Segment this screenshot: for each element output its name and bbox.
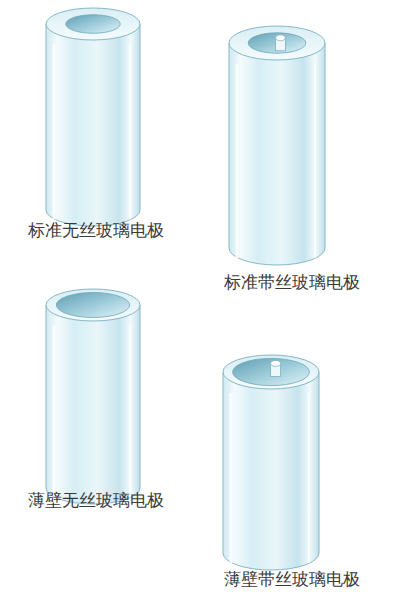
- filament-end: [275, 35, 285, 41]
- electrode-label: 薄壁带丝玻璃电极: [224, 569, 360, 589]
- tube-body: [229, 43, 325, 265]
- electrode-label: 薄壁无丝玻璃电极: [28, 490, 164, 510]
- highlight: [53, 325, 56, 498]
- tube-rim: [229, 26, 325, 60]
- tube-lumen: [56, 293, 129, 318]
- highlight: [129, 325, 131, 498]
- highlight: [230, 393, 233, 563]
- tube-lumen: [233, 358, 310, 385]
- glass-tube: [46, 8, 140, 226]
- tube-lumen: [66, 15, 121, 34]
- glass-tube: [229, 26, 325, 265]
- tube-rim: [223, 355, 319, 389]
- highlight: [129, 44, 131, 220]
- highlight: [236, 64, 239, 258]
- electrode-label: 标准带丝玻璃电极: [224, 272, 360, 292]
- filament-end: [271, 360, 281, 366]
- tube-body: [46, 24, 140, 226]
- tube-rim: [46, 8, 140, 40]
- electrode-label: 标准无丝玻璃电极: [28, 220, 164, 240]
- glass-tube: [46, 289, 140, 504]
- glass-tube: [223, 355, 319, 570]
- tube-lumen: [248, 33, 306, 53]
- highlight: [53, 44, 56, 220]
- highlight: [314, 64, 316, 258]
- highlight: [308, 393, 310, 563]
- tube-rim: [46, 289, 140, 321]
- tube-body: [46, 305, 140, 504]
- tube-body: [223, 372, 319, 570]
